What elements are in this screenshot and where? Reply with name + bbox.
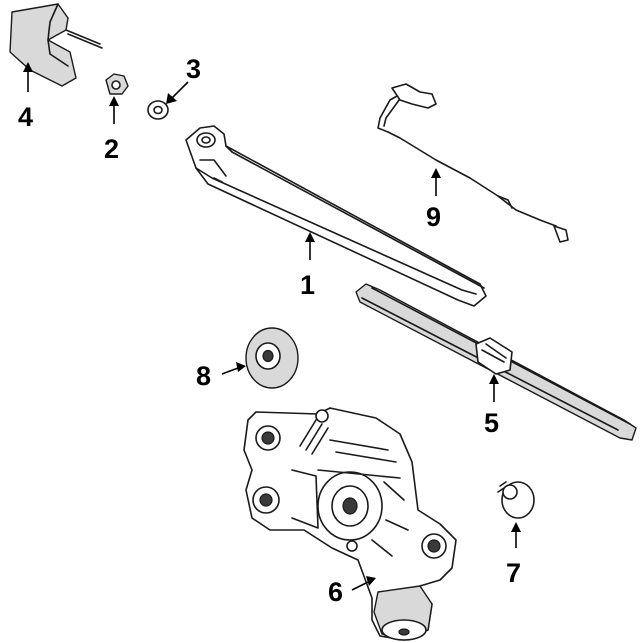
callout-7: 7 <box>506 558 521 588</box>
callout-labels: 4 2 3 1 9 5 8 7 6 <box>18 54 521 607</box>
callout-2: 2 <box>104 134 119 164</box>
part-4-arm-cover[interactable] <box>9 3 103 87</box>
callout-1: 1 <box>300 270 315 300</box>
callout-8: 8 <box>196 361 211 391</box>
callout-6: 6 <box>328 577 343 607</box>
part-1-wiper-arm[interactable] <box>185 125 487 307</box>
leader-lines <box>23 62 521 591</box>
callout-3: 3 <box>186 54 201 84</box>
part-2-nut[interactable] <box>105 73 129 95</box>
callout-9: 9 <box>426 202 441 232</box>
part-3-washer[interactable] <box>147 100 169 120</box>
part-6-wiper-motor[interactable] <box>243 407 457 641</box>
part-8-grommet[interactable] <box>245 327 299 389</box>
callout-4: 4 <box>18 102 33 132</box>
part-7-cap[interactable] <box>497 481 535 519</box>
part-9-washer-hose[interactable] <box>377 83 569 243</box>
callout-5: 5 <box>484 408 499 438</box>
part-5-wiper-blade[interactable] <box>355 283 637 441</box>
